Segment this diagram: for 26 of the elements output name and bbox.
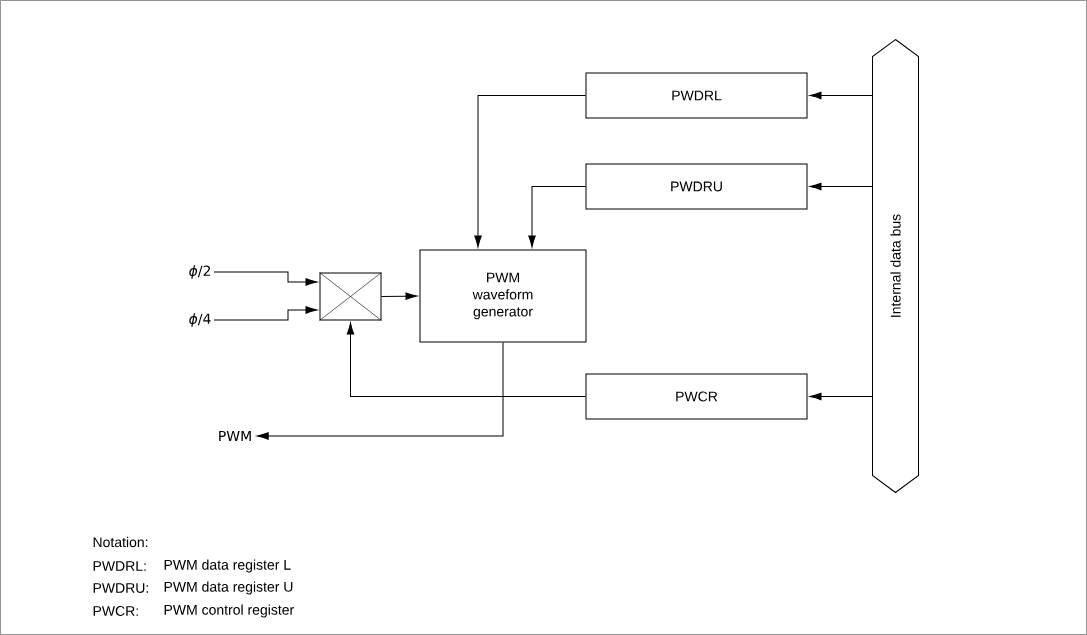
process-box: PWM waveform generator	[419, 249, 587, 343]
heading: Notation:	[93, 536, 148, 548]
arrow	[809, 182, 873, 191]
arrow	[213, 306, 318, 321]
switch-box	[319, 272, 382, 321]
arrow	[809, 392, 873, 401]
arrow	[213, 271, 318, 286]
definition: PWM control register	[164, 604, 294, 618]
abbreviation: PWDRU:	[93, 583, 148, 593]
signal-label: PWM	[219, 430, 251, 442]
signal-label: ϕ/4	[189, 313, 211, 327]
data-bus: Internal data bus	[872, 39, 919, 493]
register-box: PWDRU	[585, 163, 808, 210]
abbreviation: PWCR:	[93, 606, 138, 616]
arrow	[346, 322, 586, 397]
register-box: PWCR	[585, 373, 808, 420]
arrow	[256, 342, 504, 440]
definition: PWM data register U	[164, 581, 293, 595]
arrow	[474, 95, 586, 248]
arrow	[381, 292, 418, 300]
arrow	[809, 91, 873, 100]
definition: PWM data register L	[164, 559, 291, 573]
arrow	[528, 186, 586, 248]
register-box: PWDRL	[585, 72, 808, 119]
abbreviation: PWDRL:	[93, 561, 146, 571]
signal-label: ϕ/2	[189, 265, 211, 279]
